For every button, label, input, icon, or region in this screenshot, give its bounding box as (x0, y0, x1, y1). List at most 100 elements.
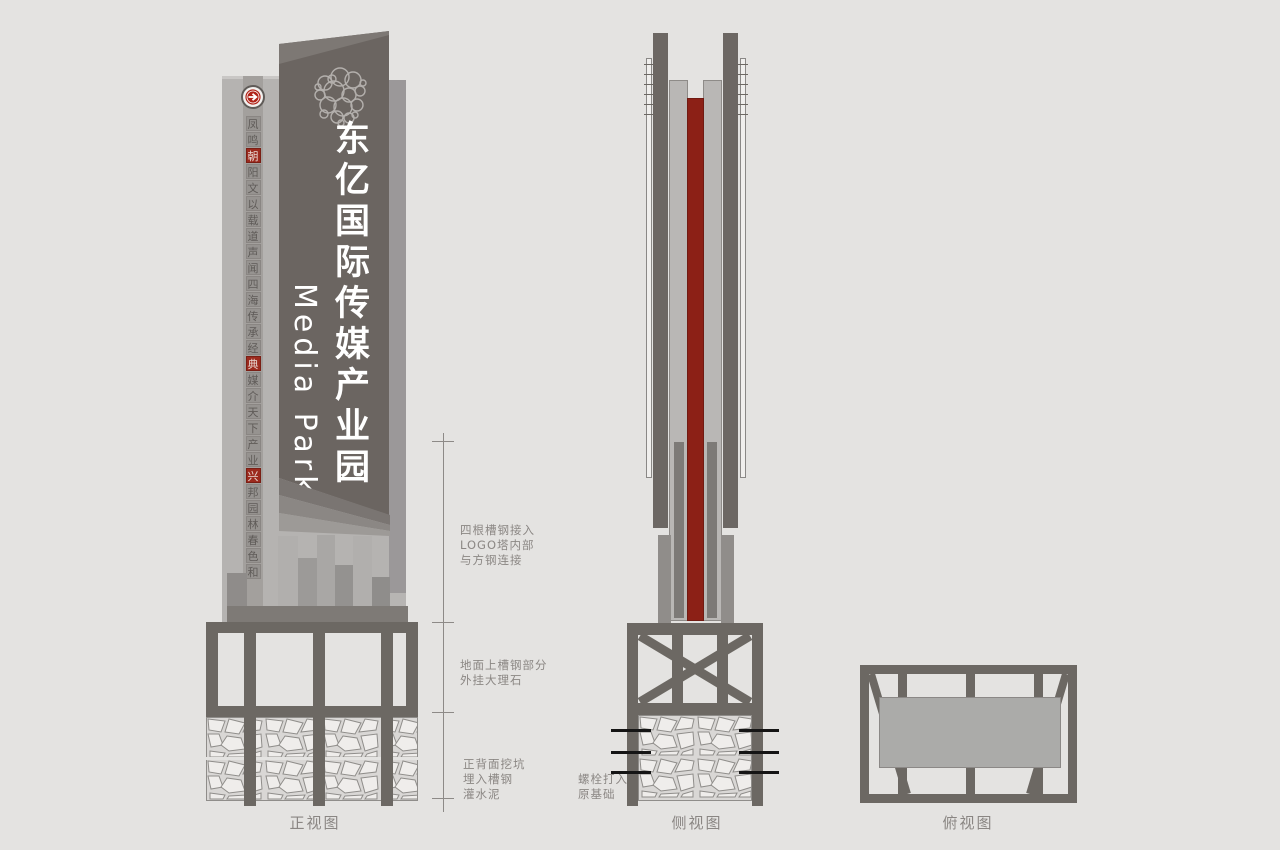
calligraphy-tile: 邦 (245, 484, 261, 499)
calligraphy-tile: 朝 (245, 148, 261, 163)
rail-tick (644, 114, 654, 115)
rail-tick (738, 94, 748, 95)
note-channel-steel: 四根槽钢接入 LOGO塔内部 与方钢连接 (460, 523, 535, 567)
tower-title-english: Media Park (287, 283, 322, 498)
base-bar (372, 577, 390, 612)
dimension-tick (432, 798, 454, 799)
rail-tick (738, 74, 748, 75)
side-sleeve-right (721, 535, 734, 623)
side-red-core-stripe (687, 98, 704, 621)
anchor-bolt (739, 771, 779, 774)
note-bolts: 螺栓打入 原基础 (578, 772, 628, 801)
side-outer-plate-right (723, 33, 738, 528)
calligraphy-tile: 四 (245, 276, 261, 291)
calligraphy-tile: 载 (245, 212, 261, 227)
front-frame-post (206, 622, 218, 717)
front-frame-post (406, 622, 418, 717)
front-frame-post (313, 622, 325, 717)
calligraphy-tile: 海 (245, 292, 261, 307)
base-bar (353, 536, 372, 612)
tower-title-chinese: 东亿国际传媒产业园 (329, 120, 369, 489)
calligraphy-tile: 鸣 (245, 132, 261, 147)
rail-tick (738, 84, 748, 85)
arrow-right-badge-icon (241, 85, 265, 109)
calligraphy-tile: 闻 (245, 260, 261, 275)
dimension-tick (432, 441, 454, 442)
front-frame-post (244, 622, 256, 717)
rail-tick (738, 104, 748, 105)
top-sign-panel (879, 697, 1061, 768)
dimension-tick (432, 622, 454, 623)
calligraphy-tile: 文 (245, 180, 261, 195)
blade-bottom-bands (279, 478, 390, 538)
front-frame-bottom-beam (206, 706, 418, 717)
front-right-edge-strip (389, 80, 406, 622)
front-frame-post (381, 622, 393, 717)
rail-tick (644, 84, 654, 85)
side-thin-rail-left (646, 58, 652, 478)
base-bar (317, 535, 335, 612)
rail-tick (738, 114, 748, 115)
calligraphy-tile: 产 (245, 436, 261, 451)
calligraphy-tile: 下 (245, 420, 261, 435)
side-frame-post-inner-left (672, 623, 683, 715)
calligraphy-tile: 典 (245, 356, 261, 371)
front-view-label: 正视图 (289, 814, 341, 832)
calligraphy-tile: 声 (245, 244, 261, 259)
side-channel-steel-right (707, 442, 717, 618)
base-bar (278, 536, 298, 612)
calligraphy-tile: 承 (245, 324, 261, 339)
front-buried-post (381, 717, 393, 806)
calligraphy-tile: 媒 (245, 372, 261, 387)
calligraphy-tile: 春 (245, 532, 261, 547)
calligraphy-tile: 兴 (245, 468, 261, 483)
side-stone-foundation (638, 715, 752, 801)
calligraphy-tile: 色 (245, 548, 261, 563)
tower-plinth (227, 606, 408, 622)
front-buried-post (313, 717, 325, 806)
anchor-bolt (611, 771, 651, 774)
side-channel-steel-left (674, 442, 684, 618)
calligraphy-tile: 凤 (245, 116, 261, 131)
calligraphy-tile: 天 (245, 404, 261, 419)
calligraphy-tile: 经 (245, 340, 261, 355)
front-frame-top-beam (206, 622, 418, 633)
side-frame-x-brace (637, 632, 753, 706)
dimension-tick (432, 712, 454, 713)
base-bar (335, 565, 353, 612)
side-outer-plate-left (653, 33, 668, 528)
front-buried-post (244, 717, 256, 806)
calligraphy-tile: 和 (245, 564, 261, 579)
top-view-label: 俯视图 (942, 814, 994, 832)
anchor-bolt (739, 729, 779, 732)
rail-tick (644, 64, 654, 65)
note-marble: 地面上槽钢部分 外挂大理石 (460, 658, 548, 687)
calligraphy-tile: 阳 (245, 164, 261, 179)
calligraphy-tile: 林 (245, 516, 261, 531)
anchor-bolt (611, 729, 651, 732)
rail-tick (644, 104, 654, 105)
rail-tick (644, 94, 654, 95)
calligraphy-tile: 传 (245, 308, 261, 323)
anchor-bolt (611, 751, 651, 754)
side-view-label: 侧视图 (671, 814, 723, 832)
calligraphy-strip-tiles: 凤鸣朝阳文以载道声闻四海传承经典媒介天下产业兴邦园林春色和 (245, 116, 261, 579)
calligraphy-tile: 以 (245, 196, 261, 211)
side-frame-post-inner-right (717, 623, 728, 715)
calligraphy-strip: 凤鸣朝阳文以载道声闻四海传承经典媒介天下产业兴邦园林春色和 (241, 76, 265, 613)
rail-tick (644, 74, 654, 75)
anchor-bolt (739, 751, 779, 754)
calligraphy-tile: 介 (245, 388, 261, 403)
top-frame-outline (860, 665, 1077, 803)
calligraphy-tile: 园 (245, 500, 261, 515)
side-thin-rail-right (740, 58, 746, 478)
rings-logo-icon (314, 67, 367, 127)
side-frame-post-outer-right (752, 623, 763, 806)
side-frame-top-beam (627, 623, 763, 635)
calligraphy-tile: 道 (245, 228, 261, 243)
rail-tick (738, 64, 748, 65)
side-frame-bottom-beam (627, 703, 763, 715)
calligraphy-tile: 业 (245, 452, 261, 467)
side-frame-post-outer-left (627, 623, 638, 806)
